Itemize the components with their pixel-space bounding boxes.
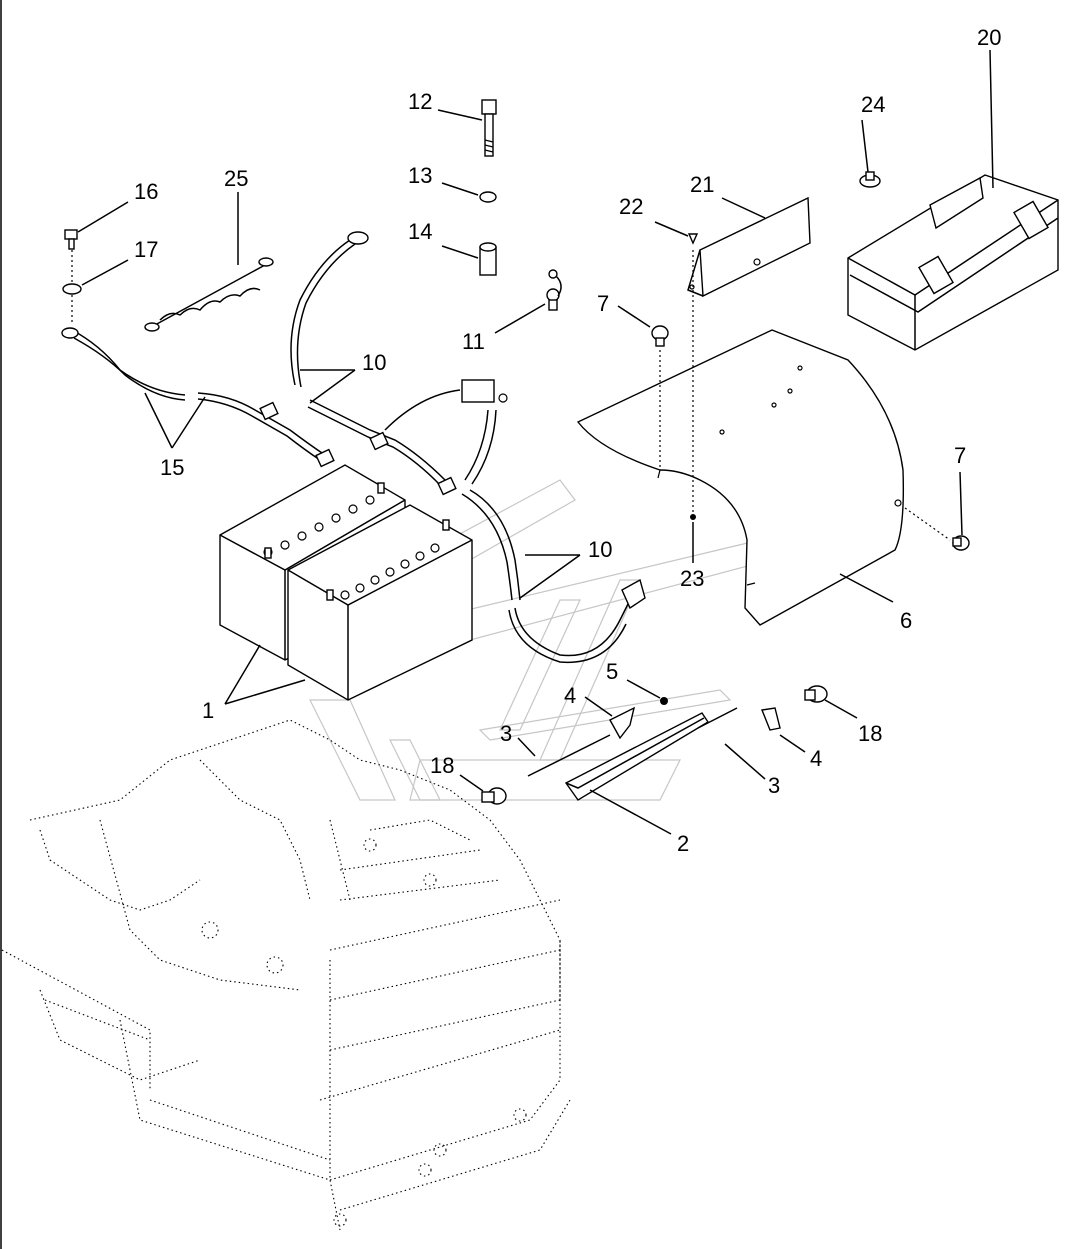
ground-cable xyxy=(61,327,335,468)
callout-18-right: 18 xyxy=(858,721,882,746)
battery-front xyxy=(287,504,473,701)
ground-strap xyxy=(144,257,274,332)
callout-10-upper: 10 xyxy=(362,350,386,375)
callout-5: 5 xyxy=(606,659,618,684)
plug-18-right xyxy=(804,685,828,703)
callout-1: 1 xyxy=(202,698,214,723)
callout-15: 15 xyxy=(160,455,184,480)
rod-3-right xyxy=(697,707,738,729)
battery-cable-upper xyxy=(290,231,369,388)
callout-17: 17 xyxy=(134,237,158,262)
rivet-23 xyxy=(690,514,696,520)
plug-7-top xyxy=(651,325,669,347)
rod-3-left xyxy=(527,734,611,777)
nut-13 xyxy=(479,191,497,203)
fitting-11 xyxy=(546,269,562,311)
spacer-14 xyxy=(479,242,497,276)
leader-dotted-7b xyxy=(904,507,951,541)
screw-22 xyxy=(687,233,699,245)
callout-12: 12 xyxy=(408,89,432,114)
callout-3-right: 3 xyxy=(768,773,780,798)
callout-18-left: 18 xyxy=(430,753,454,778)
leader-lines xyxy=(77,49,994,835)
switch-wires xyxy=(384,379,508,485)
callout-13: 13 xyxy=(408,163,432,188)
machine-body-outline xyxy=(1,719,571,1231)
callout-4-right: 4 xyxy=(810,746,822,771)
callout-16: 16 xyxy=(134,179,158,204)
callout-6: 6 xyxy=(900,608,912,633)
callout-10-lower: 10 xyxy=(588,537,612,562)
bolt-12 xyxy=(481,99,497,157)
plug-18-left xyxy=(481,787,507,805)
callout-25: 25 xyxy=(224,166,248,191)
bolt-16 xyxy=(64,229,78,250)
callout-3-left: 3 xyxy=(500,721,512,746)
mounting-plate xyxy=(687,196,811,298)
clip-4-right xyxy=(761,707,781,731)
callout-22: 22 xyxy=(619,194,643,219)
callout-21: 21 xyxy=(690,172,714,197)
bracket-2 xyxy=(564,712,709,801)
cap-24 xyxy=(859,171,881,188)
callout-7-top: 7 xyxy=(597,291,609,316)
callout-20: 20 xyxy=(977,25,1001,50)
callout-4-left: 4 xyxy=(564,683,576,708)
nut-5 xyxy=(660,697,668,705)
callout-24: 24 xyxy=(861,92,885,117)
callout-23: 23 xyxy=(680,566,704,591)
callout-14: 14 xyxy=(408,219,432,244)
callout-7-side: 7 xyxy=(954,443,966,468)
toolbox xyxy=(847,174,1059,351)
callout-2: 2 xyxy=(677,831,689,856)
battery-cable-jumper xyxy=(307,399,646,664)
clip-4-left xyxy=(609,706,636,740)
callout-11: 11 xyxy=(462,329,485,354)
washer-17 xyxy=(62,283,82,295)
battery-cover xyxy=(576,329,905,626)
callout-labels: 1 2 3 3 4 4 5 6 7 7 10 10 11 12 13 14 15… xyxy=(134,25,1001,856)
plug-7-side xyxy=(952,535,970,551)
